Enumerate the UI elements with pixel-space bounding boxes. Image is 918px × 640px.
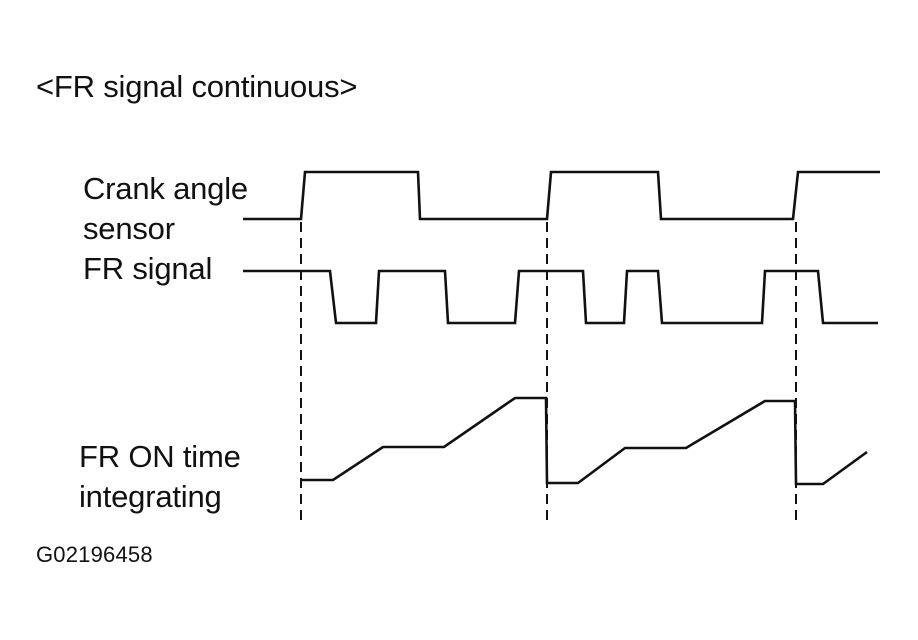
fr-signal-waveform: [243, 269, 878, 325]
fr-on-time-integrating-waveform: [300, 396, 868, 486]
fr-signal-label: FR signal: [83, 251, 213, 286]
fr-on-time-label-line-1: FR ON time: [79, 439, 241, 474]
diagram-title: <FR signal continuous>: [36, 69, 358, 104]
crank-angle-sensor-label-line-1: Crank angle: [83, 171, 248, 206]
crank-angle-sensor-waveform: [243, 170, 880, 221]
crank-angle-sensor-label-line-2: sensor: [83, 211, 175, 246]
figure-code: G02196458: [36, 542, 153, 567]
fr-on-time-label-line-2: integrating: [79, 479, 222, 514]
